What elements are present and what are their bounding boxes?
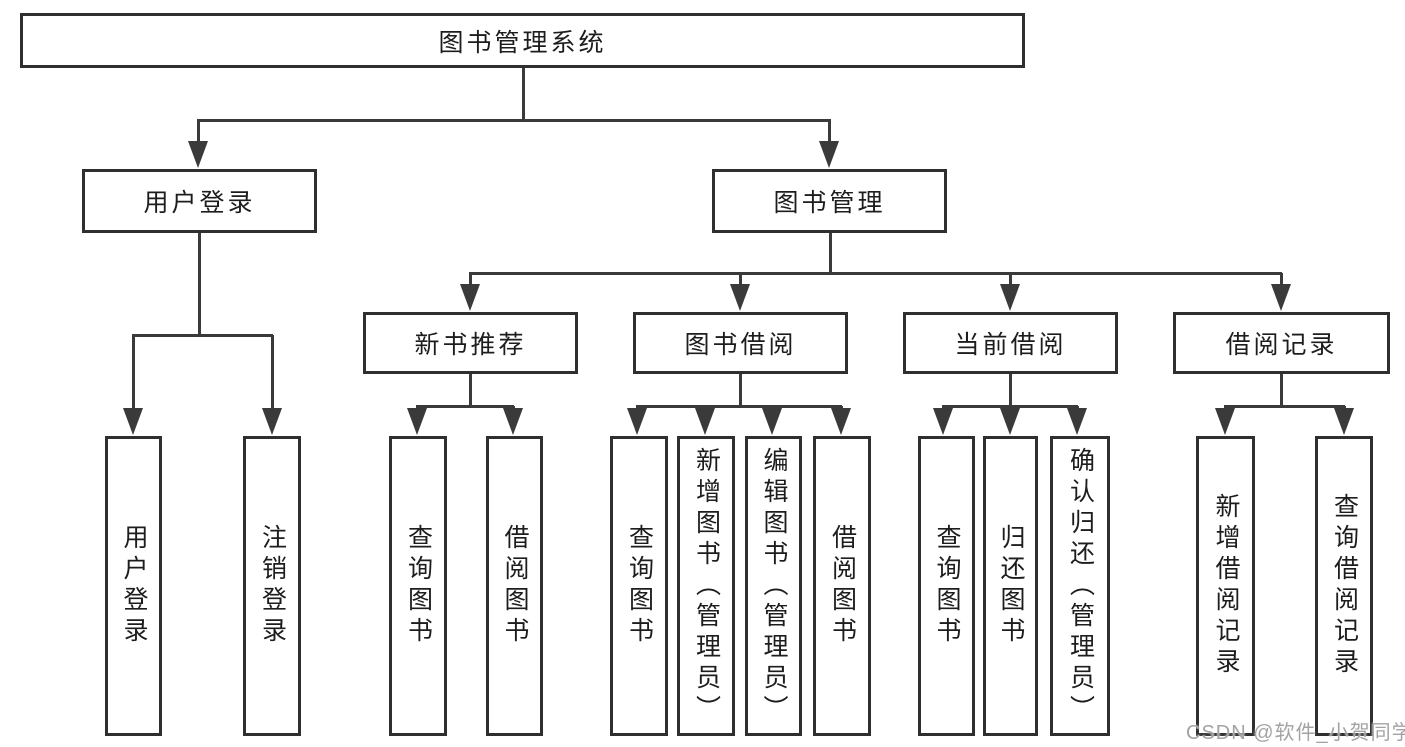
connector-vline [468, 374, 472, 408]
connector-vline [738, 374, 742, 408]
arrow-down-icon [1067, 408, 1087, 435]
node-root-book-management-system: 图书管理系统 [20, 13, 1025, 68]
arrow-down-icon [123, 408, 143, 435]
node-leaf-return-book: 归还图书 [983, 436, 1038, 736]
node-label: 借阅图书 [501, 524, 529, 648]
node-leaf-logout: 注销登录 [243, 436, 301, 736]
node-leaf-add-borrow-record: 新增借阅记录 [1196, 436, 1255, 736]
watermark: CSDN @软件_小贺同学 [1186, 722, 1405, 744]
node-leaf-query-book-current: 查询图书 [918, 436, 975, 736]
node-label: 编辑图书（管理员） [760, 446, 788, 726]
connector-arrow-shaft [270, 335, 274, 415]
node-leaf-query-borrow-record: 查询借阅记录 [1315, 436, 1373, 736]
node-label: 用户登录 [143, 189, 256, 217]
arrow-down-icon [1271, 284, 1291, 311]
connector-hline [416, 404, 514, 408]
node-leaf-confirm-return-admin: 确认归还（管理员） [1050, 436, 1110, 736]
node-label: 查询图书 [625, 524, 654, 648]
connector-hline [1224, 404, 1345, 408]
node-user-login: 用户登录 [82, 169, 317, 233]
arrow-down-icon [762, 408, 782, 435]
connector-arrow-shaft [1279, 273, 1283, 291]
node-label: 当前借阅 [954, 331, 1067, 359]
node-label: 图书借阅 [684, 331, 797, 359]
node-label: 注销登录 [258, 524, 287, 648]
node-leaf-borrow-book-recommend: 借阅图书 [486, 436, 543, 736]
arrow-down-icon [460, 284, 480, 311]
connector-hline [132, 333, 273, 337]
arrow-down-icon [407, 408, 427, 435]
connector-hline [469, 271, 1282, 275]
node-label: 归还图书 [997, 524, 1025, 648]
connector-vline [1008, 374, 1012, 408]
arrow-down-icon [933, 408, 953, 435]
node-label: 借阅记录 [1225, 331, 1338, 359]
connector-arrow-shaft [468, 273, 472, 291]
node-book-borrowing: 图书借阅 [633, 312, 848, 374]
node-leaf-borrow-book-borrowing: 借阅图书 [813, 436, 871, 736]
node-label: 借阅图书 [828, 524, 857, 648]
connector-vline [828, 233, 832, 275]
connector-arrow-shaft [827, 120, 831, 148]
node-leaf-query-book-recommend: 查询图书 [389, 436, 447, 736]
arrow-down-icon [1215, 408, 1235, 435]
node-new-book-recommend: 新书推荐 [363, 312, 578, 374]
connector-arrow-shaft [1008, 273, 1012, 291]
arrow-down-icon [627, 408, 647, 435]
connector-vline [197, 233, 201, 337]
node-label: 图书管理系统 [438, 28, 607, 57]
arrow-down-icon [1000, 408, 1020, 435]
node-label: 新增图书（管理员） [692, 446, 721, 726]
arrow-down-icon [262, 408, 282, 435]
node-leaf-edit-book-admin: 编辑图书（管理员） [745, 436, 802, 736]
arrow-down-icon [1000, 284, 1020, 311]
node-borrowing-records: 借阅记录 [1173, 312, 1390, 374]
arrow-down-icon [831, 408, 851, 435]
node-label: 查询借阅记录 [1330, 493, 1359, 679]
arrow-down-icon [695, 408, 715, 435]
node-label: 图书管理 [773, 189, 886, 217]
node-leaf-query-book-borrowing: 查询图书 [610, 436, 668, 736]
node-label: 用户登录 [120, 524, 148, 648]
node-book-management: 图书管理 [712, 169, 947, 233]
arrow-down-icon [1334, 408, 1354, 435]
node-label: 新增借阅记录 [1212, 493, 1240, 679]
node-leaf-add-book-admin: 新增图书（管理员） [677, 436, 735, 736]
connector-arrow-shaft [196, 120, 200, 148]
arrow-down-icon [819, 141, 839, 168]
connector-vline [521, 68, 525, 121]
arrow-down-icon [188, 141, 208, 168]
connector-hline [197, 118, 831, 122]
node-label: 确认归还（管理员） [1066, 446, 1095, 726]
connector-vline [1279, 374, 1283, 408]
arrow-down-icon [503, 408, 523, 435]
arrow-down-icon [730, 284, 750, 311]
connector-hline [636, 404, 842, 408]
connector-arrow-shaft [738, 273, 742, 291]
node-current-borrowing: 当前借阅 [903, 312, 1118, 374]
connector-arrow-shaft [131, 335, 135, 415]
node-leaf-user-login: 用户登录 [105, 436, 162, 736]
node-label: 新书推荐 [414, 331, 527, 359]
node-label: 查询图书 [933, 524, 961, 648]
node-label: 查询图书 [404, 524, 433, 648]
